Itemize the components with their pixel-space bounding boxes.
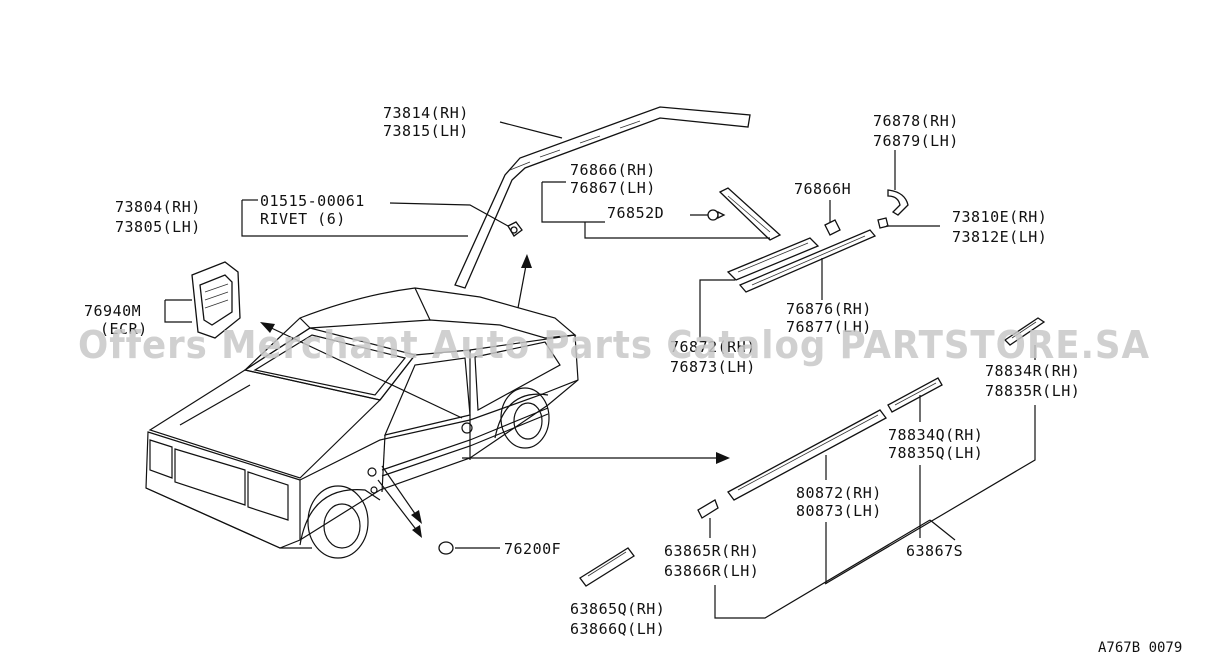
label-78834q: 78834Q(RH) — [888, 426, 983, 444]
arrow-73804 — [521, 254, 532, 268]
watermark-text: Offers Merchant Auto Parts Catalog PARTS… — [78, 323, 1150, 367]
label-76873: 76873(LH) — [670, 358, 756, 376]
label-76940m: 76940M — [84, 302, 141, 320]
label-76867: 76867(LH) — [570, 179, 656, 197]
label-78835r: 78835R(LH) — [985, 382, 1080, 400]
label-63865q: 63865Q(RH) — [570, 600, 665, 618]
label-73805: 73805(LH) — [115, 218, 201, 236]
label-76877: 76877(LH) — [786, 318, 872, 336]
label-78835q: 78835Q(LH) — [888, 444, 983, 462]
label-63866q: 63866Q(LH) — [570, 620, 665, 638]
label-80872: 80872(RH) — [796, 484, 882, 502]
arrow-76200f-b — [412, 525, 422, 538]
label-rivet: RIVET (6) — [260, 210, 346, 228]
arrow-side-moulding — [716, 452, 730, 464]
diagram-reference-code: A767B 0079 — [1098, 640, 1182, 656]
label-76866: 76866(RH) — [570, 161, 656, 179]
label-63866r: 63866R(LH) — [664, 562, 759, 580]
label-73814: 73814(RH) — [383, 104, 469, 122]
label-76876: 76876(RH) — [786, 300, 872, 318]
label-ecr: (ECR) — [100, 320, 148, 338]
label-76866h: 76866H — [794, 180, 851, 198]
label-73812e: 73812E(LH) — [952, 228, 1047, 246]
leader-lines — [164, 121, 1036, 619]
label-76852d: 76852D — [607, 204, 664, 222]
label-63865r: 63865R(RH) — [664, 542, 759, 560]
label-73810e: 73810E(RH) — [952, 208, 1047, 226]
label-78834r: 78834R(RH) — [985, 362, 1080, 380]
label-76879: 76879(LH) — [873, 132, 959, 150]
car-illustration — [145, 287, 579, 559]
label-76878: 76878(RH) — [873, 112, 959, 130]
label-80873: 80873(LH) — [796, 502, 882, 520]
arrowheads — [260, 254, 730, 538]
arrow-76940m — [260, 322, 275, 333]
arrow-76200f-a — [411, 510, 422, 524]
label-01515-00061: 01515-00061 — [260, 192, 365, 210]
label-76872: 76872(RH) — [670, 338, 756, 356]
label-73804: 73804(RH) — [115, 198, 201, 216]
label-73815: 73815(LH) — [383, 122, 469, 140]
part-labels: 73814(RH) 73815(LH) 73804(RH) 73805(LH) … — [84, 104, 1080, 638]
label-63867s: 63867S — [906, 542, 963, 560]
label-76200f: 76200F — [504, 540, 561, 558]
parts — [191, 106, 1046, 587]
